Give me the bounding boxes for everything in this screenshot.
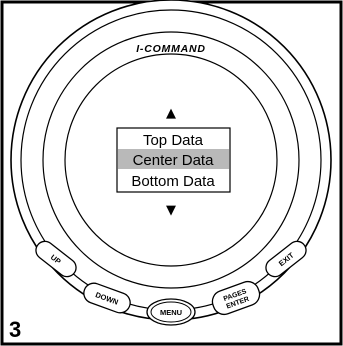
pages-enter-button[interactable]: PAGES ENTER	[209, 279, 262, 318]
menu-selection-highlight	[118, 149, 229, 169]
scroll-down-arrow[interactable]: ▼	[166, 203, 176, 218]
menu-button[interactable]: MENU	[146, 298, 196, 326]
menu-item-bottom-data[interactable]: Bottom Data	[131, 173, 215, 190]
scroll-up-arrow[interactable]: ▲	[166, 106, 176, 121]
menu-button-label: MENU	[160, 308, 182, 317]
brand-logo: I-COMMAND	[136, 43, 206, 55]
up-button[interactable]: UP	[32, 238, 79, 281]
inner-bezel-ring	[42, 31, 300, 289]
figure-number: 3	[9, 317, 21, 342]
exit-button[interactable]: EXIT	[262, 238, 309, 281]
down-button[interactable]: DOWN	[81, 280, 133, 315]
menu-item-center-data[interactable]: Center Data	[133, 152, 215, 169]
menu-list: Top Data Center Data Bottom Data	[116, 127, 231, 193]
menu-item-top-data[interactable]: Top Data	[143, 132, 204, 149]
